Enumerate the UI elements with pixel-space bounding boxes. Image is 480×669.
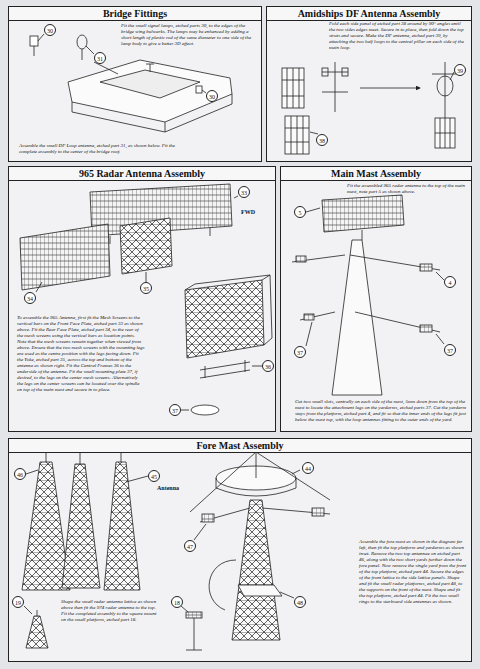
callout-number: 48 <box>294 596 306 608</box>
instruction-note: Cut two small slots, centrally on each s… <box>295 399 467 423</box>
instruction-note: Fold each side panel of etched part 38 a… <box>329 21 467 51</box>
callout-number: 45 <box>148 470 160 482</box>
instruction-note: Fit the assembled 965 radar antenna to t… <box>347 183 467 195</box>
callout-number: 37 <box>169 404 181 416</box>
callout-number: 18 <box>171 596 183 608</box>
direction-label: Antenna <box>156 485 180 491</box>
callout-number: 37 <box>444 344 456 356</box>
callout-number: 46 <box>14 468 26 480</box>
callout-number: 34 <box>24 292 36 304</box>
callout-number: 37 <box>294 346 306 358</box>
instruction-panel: Amidships DF Antenna AssemblyFold each s… <box>266 6 472 162</box>
panel-heading: Fore Mast Assembly <box>9 439 471 453</box>
callout-number: 47 <box>184 540 196 552</box>
instruction-note: Fit the small signal lamps, etched parts… <box>121 23 257 47</box>
callout-number: 44 <box>302 462 314 474</box>
instruction-panel: Fore Mast AssemblyAssemble the fore mast… <box>8 438 472 662</box>
callout-number: 30 <box>206 90 218 102</box>
instruction-panel: 965 Radar Antenna Assembly To assemble th… <box>8 166 276 432</box>
instruction-note: To assemble the 965 Antenna, first fit t… <box>17 315 145 393</box>
callout-number: 36 <box>262 360 274 372</box>
instruction-note: Assemble the fore mast as shown in the d… <box>359 539 467 605</box>
instruction-note: Assemble the small DF Loop antenna, etch… <box>19 143 189 155</box>
callout-number: 39 <box>454 64 466 76</box>
callout-number: 31 <box>94 52 106 64</box>
panel-heading: Main Mast Assembly <box>281 167 471 181</box>
instruction-note: Shape the small radar antenna lattice as… <box>61 599 161 623</box>
callout-number: 4 <box>444 276 456 288</box>
panel-heading: Amidships DF Antenna Assembly <box>267 7 471 21</box>
callout-number: 19 <box>12 596 24 608</box>
callout-number: 5 <box>294 206 306 218</box>
callout-number: 38 <box>316 134 328 146</box>
panel-heading: Bridge Fittings <box>9 7 261 21</box>
instruction-panel: Main Mast AssemblyFit the assembled 965 … <box>280 166 472 432</box>
panel-heading: 965 Radar Antenna Assembly <box>9 167 275 181</box>
callout-number: 35 <box>140 282 152 294</box>
callout-number: 33 <box>238 186 250 198</box>
direction-label: FWD <box>240 209 256 215</box>
callout-number: 30 <box>44 24 56 36</box>
